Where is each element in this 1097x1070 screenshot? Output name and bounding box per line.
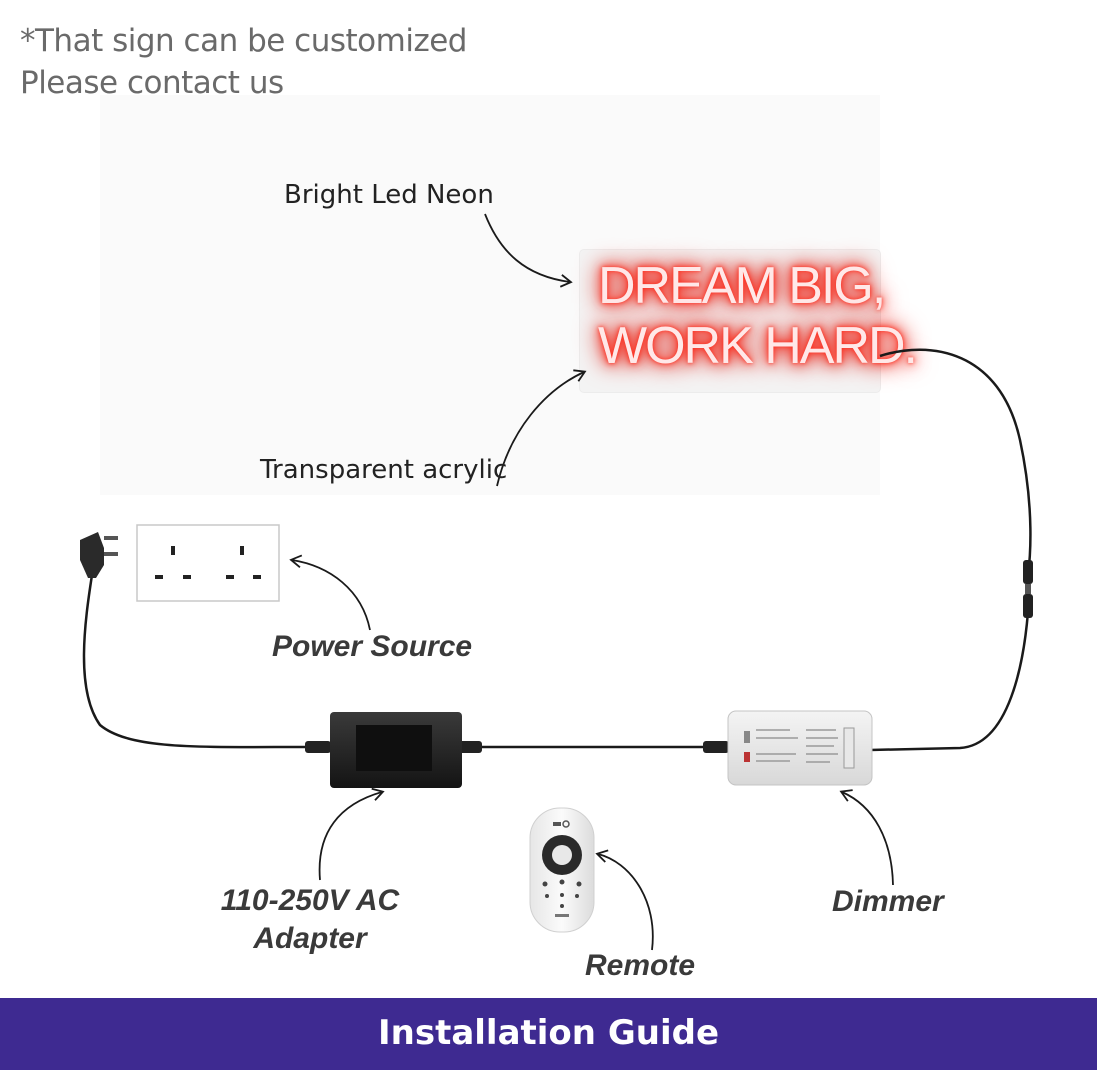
arrow-transparent-acrylic <box>496 369 587 487</box>
installation-guide-banner <box>0 998 1097 1070</box>
ac-adapter-icon <box>305 712 482 788</box>
cables <box>82 348 1032 752</box>
label-remote: Remote <box>585 949 696 982</box>
arrow-dimmer <box>839 789 894 886</box>
neon-sign-line-1: DREAM BIG, <box>598 257 886 315</box>
wall-socket-icon <box>136 524 280 602</box>
label-adapter-line-1: 110-250V AC <box>220 884 400 917</box>
customization-note: *That sign can be customized Please cont… <box>20 20 467 104</box>
arrow-power-source <box>289 554 371 631</box>
plug-to-adapter-cable <box>82 574 306 749</box>
label-dimmer: Dimmer <box>832 885 944 918</box>
remote-control-icon <box>529 807 595 933</box>
callout-arrows <box>289 213 894 951</box>
label-transparent-acrylic: Transparent acrylic <box>260 455 508 485</box>
arrow-remote <box>595 849 654 951</box>
arrow-bright-led-neon <box>484 213 573 288</box>
dimmer-upper-cable <box>869 611 1030 752</box>
inline-connector <box>1023 560 1033 618</box>
label-adapter: 110-250V AC Adapter <box>220 882 400 958</box>
neon-sign-text: DREAM BIG, WORK HARD. <box>598 256 918 376</box>
note-line-1: *That sign can be customized <box>20 23 467 59</box>
neon-sign-acrylic-board <box>580 250 880 392</box>
label-bright-led-neon: Bright Led Neon <box>284 180 494 210</box>
neon-sign-line-2: WORK HARD. <box>598 317 918 375</box>
banner-title: Installation Guide <box>377 1013 719 1053</box>
dimmer-controller-icon <box>703 710 873 786</box>
power-plug-icon <box>80 532 118 578</box>
arrow-adapter <box>318 787 385 881</box>
sign-to-dimmer-cable <box>879 348 1032 576</box>
label-power-source: Power Source <box>272 630 473 663</box>
label-adapter-line-2: Adapter <box>253 922 367 955</box>
